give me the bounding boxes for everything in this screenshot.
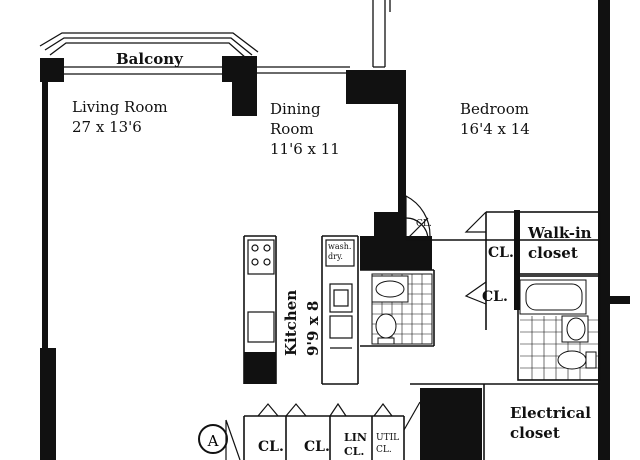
bedroom-name: Bedroom xyxy=(460,100,529,118)
hall-closet-label-2: CL. xyxy=(304,439,330,455)
electrical-closet-line2: closet xyxy=(510,424,560,442)
living-room-size: 27 x 13'6 xyxy=(72,118,142,136)
kitchen-fixtures xyxy=(325,239,355,349)
hall-closet-label-1: CL. xyxy=(258,439,284,455)
washer-label-line2: dry. xyxy=(328,252,343,261)
living-room-name: Living Room xyxy=(72,98,168,116)
bedroom-closet-label-1: CL. xyxy=(488,245,514,261)
thin-wall-lines xyxy=(62,0,391,75)
interior-walls xyxy=(243,211,601,460)
balcony-label: Balcony xyxy=(116,50,183,68)
walk-in-closet-line1: Walk-in xyxy=(528,224,592,242)
walk-in-closet-line2: closet xyxy=(528,244,578,262)
kitchen-size: 9'9 x 8 xyxy=(304,300,322,356)
electrical-closet-line1: Electrical xyxy=(510,404,591,422)
bathroom-right xyxy=(519,279,598,380)
utility-closet-line1: UTIL xyxy=(376,433,400,443)
bedroom-size: 16'4 x 14 xyxy=(460,120,530,138)
door-swings xyxy=(225,195,487,460)
washer-label-line1: wash. xyxy=(328,242,352,251)
unit-marker: A xyxy=(198,424,228,454)
bathroom-center xyxy=(371,273,433,345)
heavy-walls xyxy=(40,0,630,460)
dining-room-size: 11'6 x 11 xyxy=(270,140,340,158)
balcony-railing xyxy=(39,32,259,59)
hall-closets xyxy=(243,415,405,460)
bedroom-closet-label-2: CL. xyxy=(482,289,508,305)
stove xyxy=(247,239,275,343)
utility-closet-line2: CL. xyxy=(376,445,392,455)
linen-closet-line1: LIN xyxy=(344,431,367,444)
kitchen-name: Kitchen xyxy=(282,289,300,356)
dining-room-name-line2: Room xyxy=(270,120,314,138)
hall-closet-small-label: CL. xyxy=(416,219,432,229)
dining-room-name-line1: Dining xyxy=(270,100,321,118)
linen-closet-line2: CL. xyxy=(344,445,365,458)
